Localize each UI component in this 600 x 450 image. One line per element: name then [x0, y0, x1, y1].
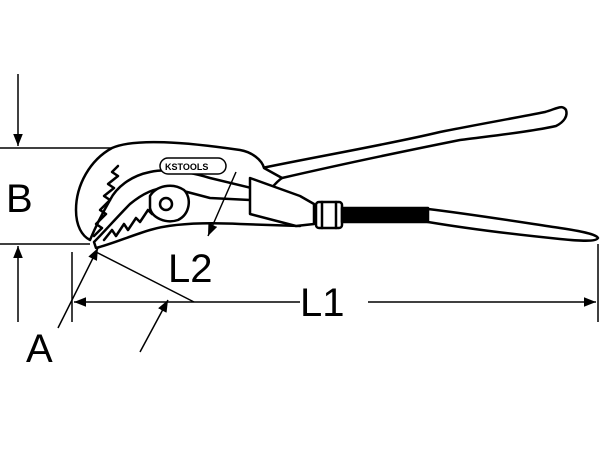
dimension-l1 [71, 244, 599, 322]
brand-logo: KSTOOLS [159, 157, 227, 175]
lower-handle [426, 207, 600, 242]
threaded-rod [340, 206, 430, 224]
dimension-a [57, 247, 169, 353]
svg-text:KSTOOLS: KSTOOLS [165, 162, 208, 172]
upper-handle [260, 105, 568, 180]
dimension-b [0, 74, 112, 322]
pivot-pin [158, 196, 174, 212]
a-leader [57, 247, 99, 329]
l2-leader [207, 171, 237, 237]
a-arrow-lower [139, 299, 169, 353]
dimension-l2 [95, 171, 237, 303]
upper-jaw-teeth [92, 164, 120, 238]
label-b: B [6, 177, 33, 221]
pipe-wrench: KSTOOLS [74, 105, 600, 250]
label-l2: L2 [168, 247, 213, 291]
upper-jaw [74, 140, 284, 242]
label-l1: L1 [300, 281, 345, 325]
label-a: A [26, 327, 53, 371]
frame-neck [248, 176, 316, 228]
l2-extension [95, 251, 195, 303]
adjusting-nut [314, 200, 344, 230]
lower-jaw-teeth [102, 202, 162, 242]
